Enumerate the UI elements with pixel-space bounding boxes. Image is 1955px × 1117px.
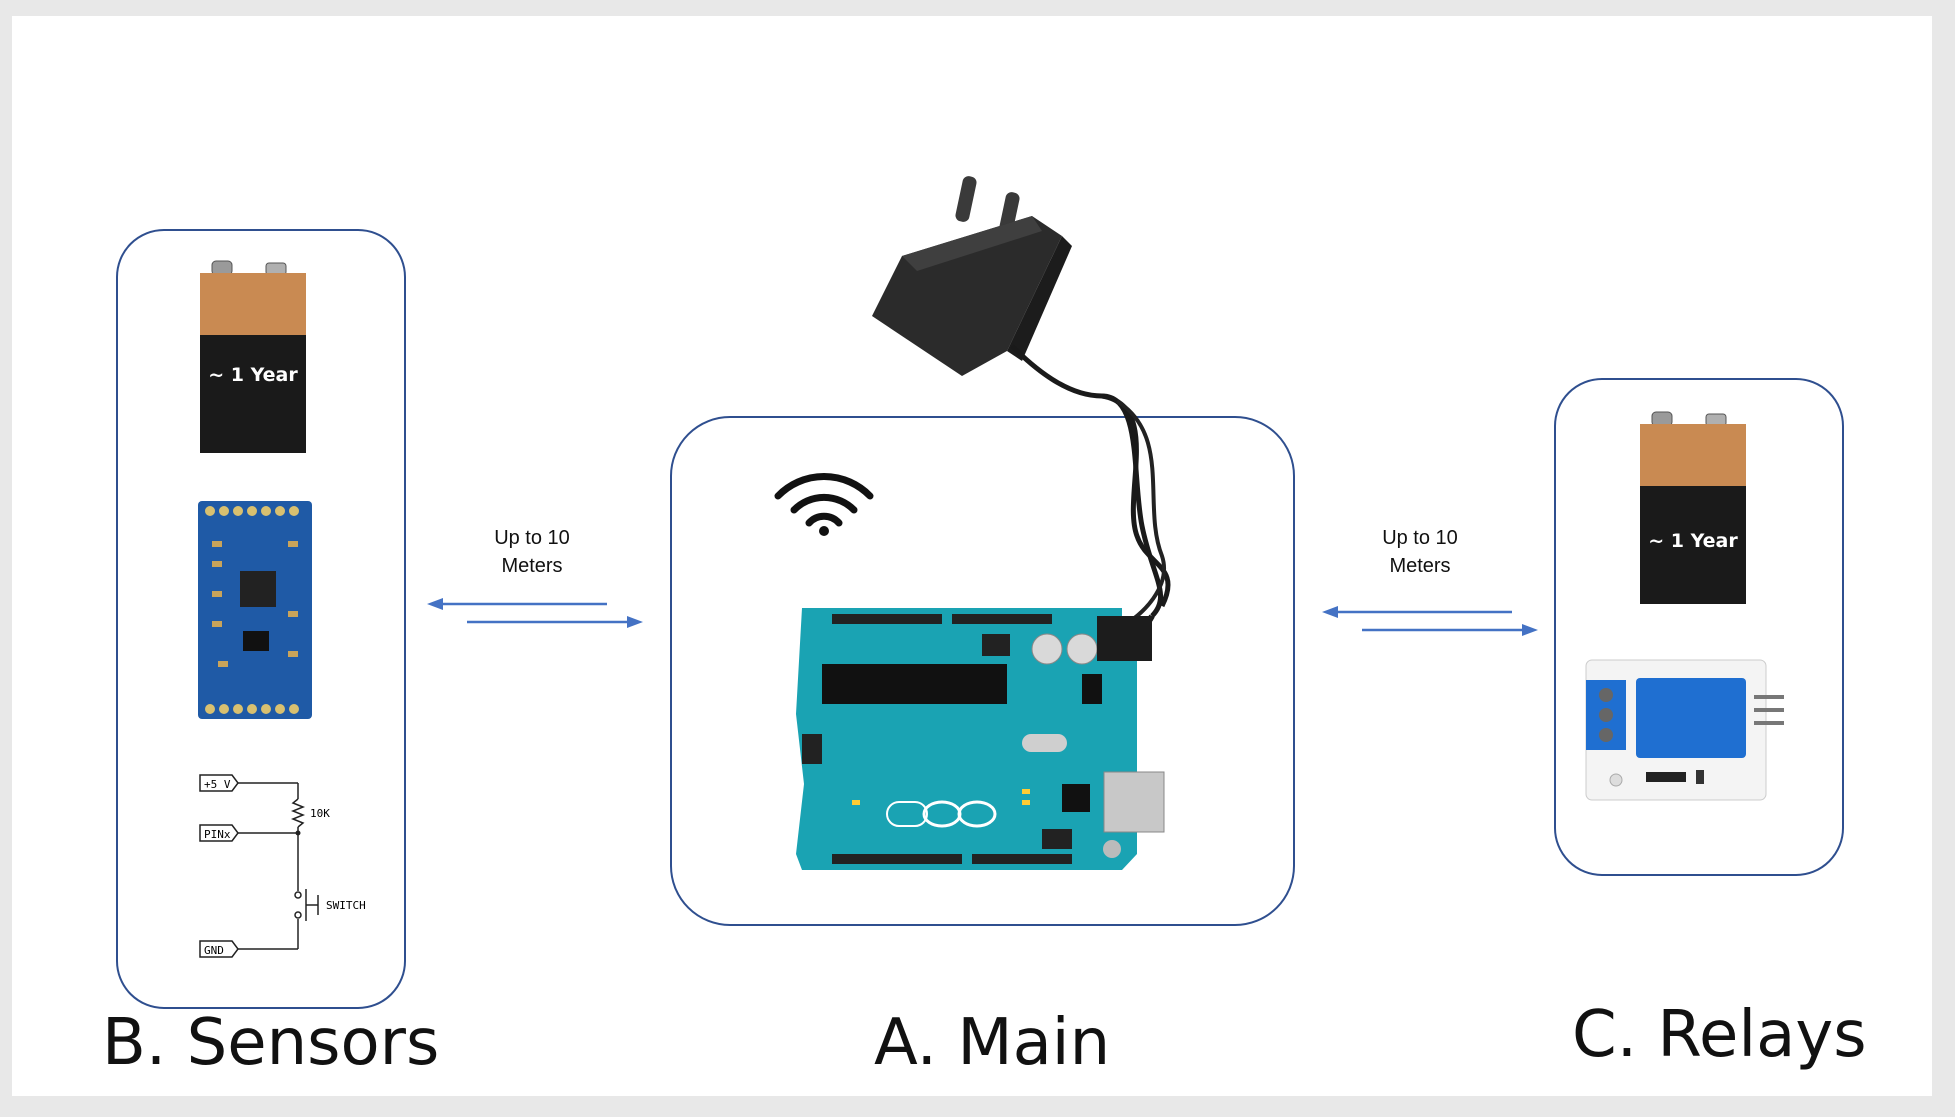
left-bidirectional-arrows [427, 598, 643, 628]
sensors-title: B. Sensors [102, 1006, 440, 1080]
pin-terminal [199, 824, 239, 842]
sensor-chip [240, 571, 276, 607]
sensor-module-image [198, 501, 312, 719]
battery-life-label: ~ 1 Year [208, 364, 298, 386]
pin-label: PINx [204, 828, 231, 841]
ground-label: GND [204, 944, 224, 957]
supply-label: +5 V [204, 778, 231, 791]
arduino-power-jack [1097, 616, 1152, 661]
arduino-microcontroller [822, 664, 1007, 704]
arduino-uno-image [796, 608, 1165, 870]
left-range-line2: Meters [501, 555, 563, 577]
supply-terminal [199, 774, 239, 792]
resistor-label: 10K [310, 807, 330, 820]
battery-black-body [200, 335, 306, 453]
sensor-regulator [243, 631, 269, 651]
main-title: A. Main [874, 1006, 1111, 1080]
arduino-usb-port [1103, 771, 1165, 833]
battery-copper-top [200, 273, 306, 335]
right-range-line1: Up to 10 [1382, 527, 1458, 549]
relay-cube [1636, 678, 1746, 758]
sensor-pin-row-bottom [205, 704, 299, 714]
slide-canvas: ~ 1 Year [12, 16, 1932, 1096]
resistor-symbol [290, 798, 306, 828]
battery-9v-image: ~ 1 Year [200, 260, 306, 453]
switch-label: SWITCH [326, 899, 366, 912]
battery-terminal-left [211, 260, 233, 276]
left-range-line1: Up to 10 [494, 527, 570, 549]
left-range-label: Up to 10 Meters [462, 524, 602, 580]
switch-schematic: +5 V PINx GND 10K SWITCH [199, 774, 366, 958]
adapter-body [872, 216, 1072, 376]
right-range-line2: Meters [1389, 555, 1451, 577]
adapter-cable [1010, 344, 1163, 618]
wifi-icon [774, 473, 874, 536]
sensor-pin-row-top [205, 506, 299, 516]
relays-title: C. Relays [1572, 998, 1867, 1072]
ground-terminal [199, 940, 239, 958]
right-range-label: Up to 10 Meters [1350, 524, 1490, 580]
sensors-panel: ~ 1 Year [116, 229, 406, 1009]
relays-panel: ~ 1 Year [1554, 378, 1844, 876]
relay-module-image [1585, 659, 1784, 801]
relays-battery-life-label: ~ 1 Year [1648, 530, 1738, 552]
battery-9v-image-relays: ~ 1 Year [1640, 411, 1746, 604]
sensor-board [198, 501, 312, 719]
right-bidirectional-arrows [1322, 606, 1538, 636]
power-adapter-image [872, 176, 1171, 649]
